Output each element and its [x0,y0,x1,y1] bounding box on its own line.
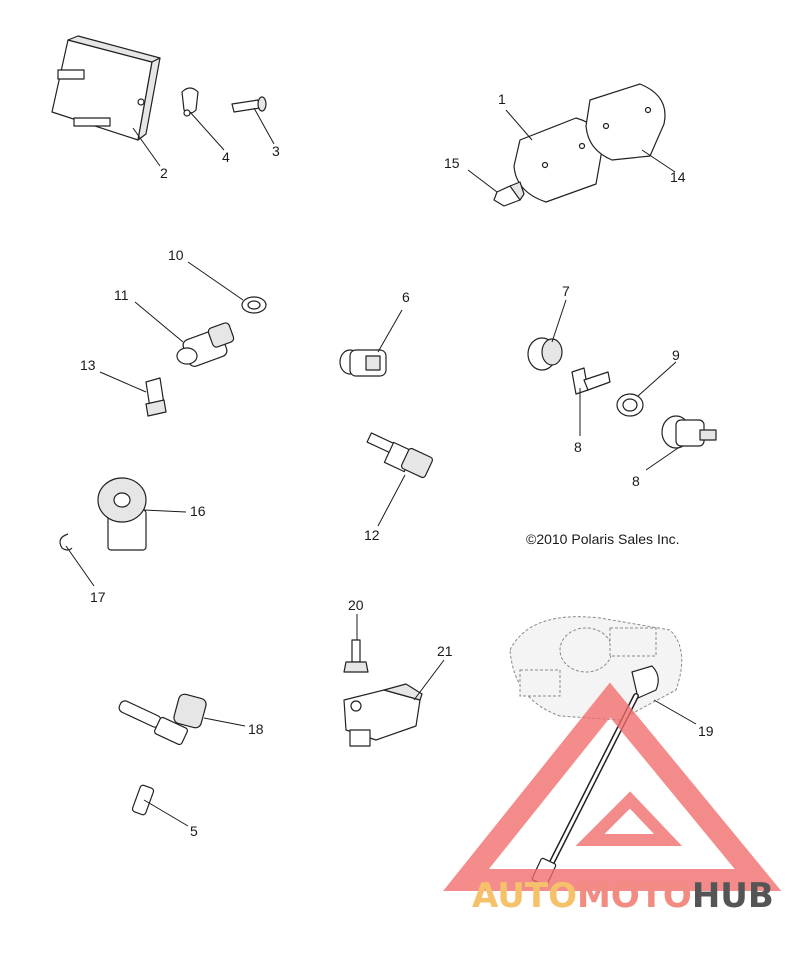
part-11-sensor [176,322,235,367]
callout-2: 2 [160,165,168,181]
part-15-screw [493,181,525,207]
callout-6: 6 [402,289,410,305]
part-7-cap [527,337,563,371]
callout-7: 7 [562,283,570,299]
part-13-bolt [145,377,167,417]
part-6-plug [339,349,387,377]
callout-5: 5 [190,823,198,839]
part-17-clip [59,533,73,551]
callout-8b: 8 [632,473,640,489]
watermark-text-hub: HUB [692,876,774,916]
part-5-pin [131,784,155,816]
callout-15: 15 [444,155,460,171]
part-14-cover [585,83,666,161]
watermark-text-auto: AUTO [472,876,577,916]
callout-11: 11 [114,287,129,303]
svg-text:AUTOMOTOHUB: AUTOMOTOHUB [472,876,774,916]
callout-17: 17 [90,589,106,605]
callout-1: 1 [498,91,506,107]
part-18-sensor [118,693,207,746]
part-12-sensor [366,432,434,479]
part-2-ecu [51,35,161,141]
callout-12: 12 [364,527,380,543]
callout-labels: 1 2 3 4 5 6 7 8 8 9 10 11 12 13 14 15 16… [80,91,714,839]
callout-13: 13 [80,357,96,373]
part-19-throttle-assembly [509,616,683,887]
callout-20: 20 [348,597,364,613]
callout-4: 4 [222,149,230,165]
callout-21: 21 [437,643,453,659]
callout-9: 9 [672,347,680,363]
part-20-bolt [343,639,369,673]
callout-18: 18 [248,721,264,737]
callout-10: 10 [168,247,184,263]
part-16-knock-sensor [97,477,147,551]
callout-19: 19 [698,723,714,739]
part-21-map-sensor [343,683,423,747]
watermark-text-moto: MOTO [577,876,692,916]
part-4-clip [181,87,199,117]
callout-8a: 8 [574,439,582,455]
callout-16: 16 [190,503,206,519]
leader-lines [65,107,697,827]
part-8-terminal [571,367,611,395]
callout-3: 3 [272,143,280,159]
part-8-sensor [661,415,717,449]
copyright-notice: ©2010 Polaris Sales Inc. [526,531,680,547]
callout-14: 14 [670,169,686,185]
watermark-logo [443,682,782,891]
part-3-screw [231,96,267,113]
